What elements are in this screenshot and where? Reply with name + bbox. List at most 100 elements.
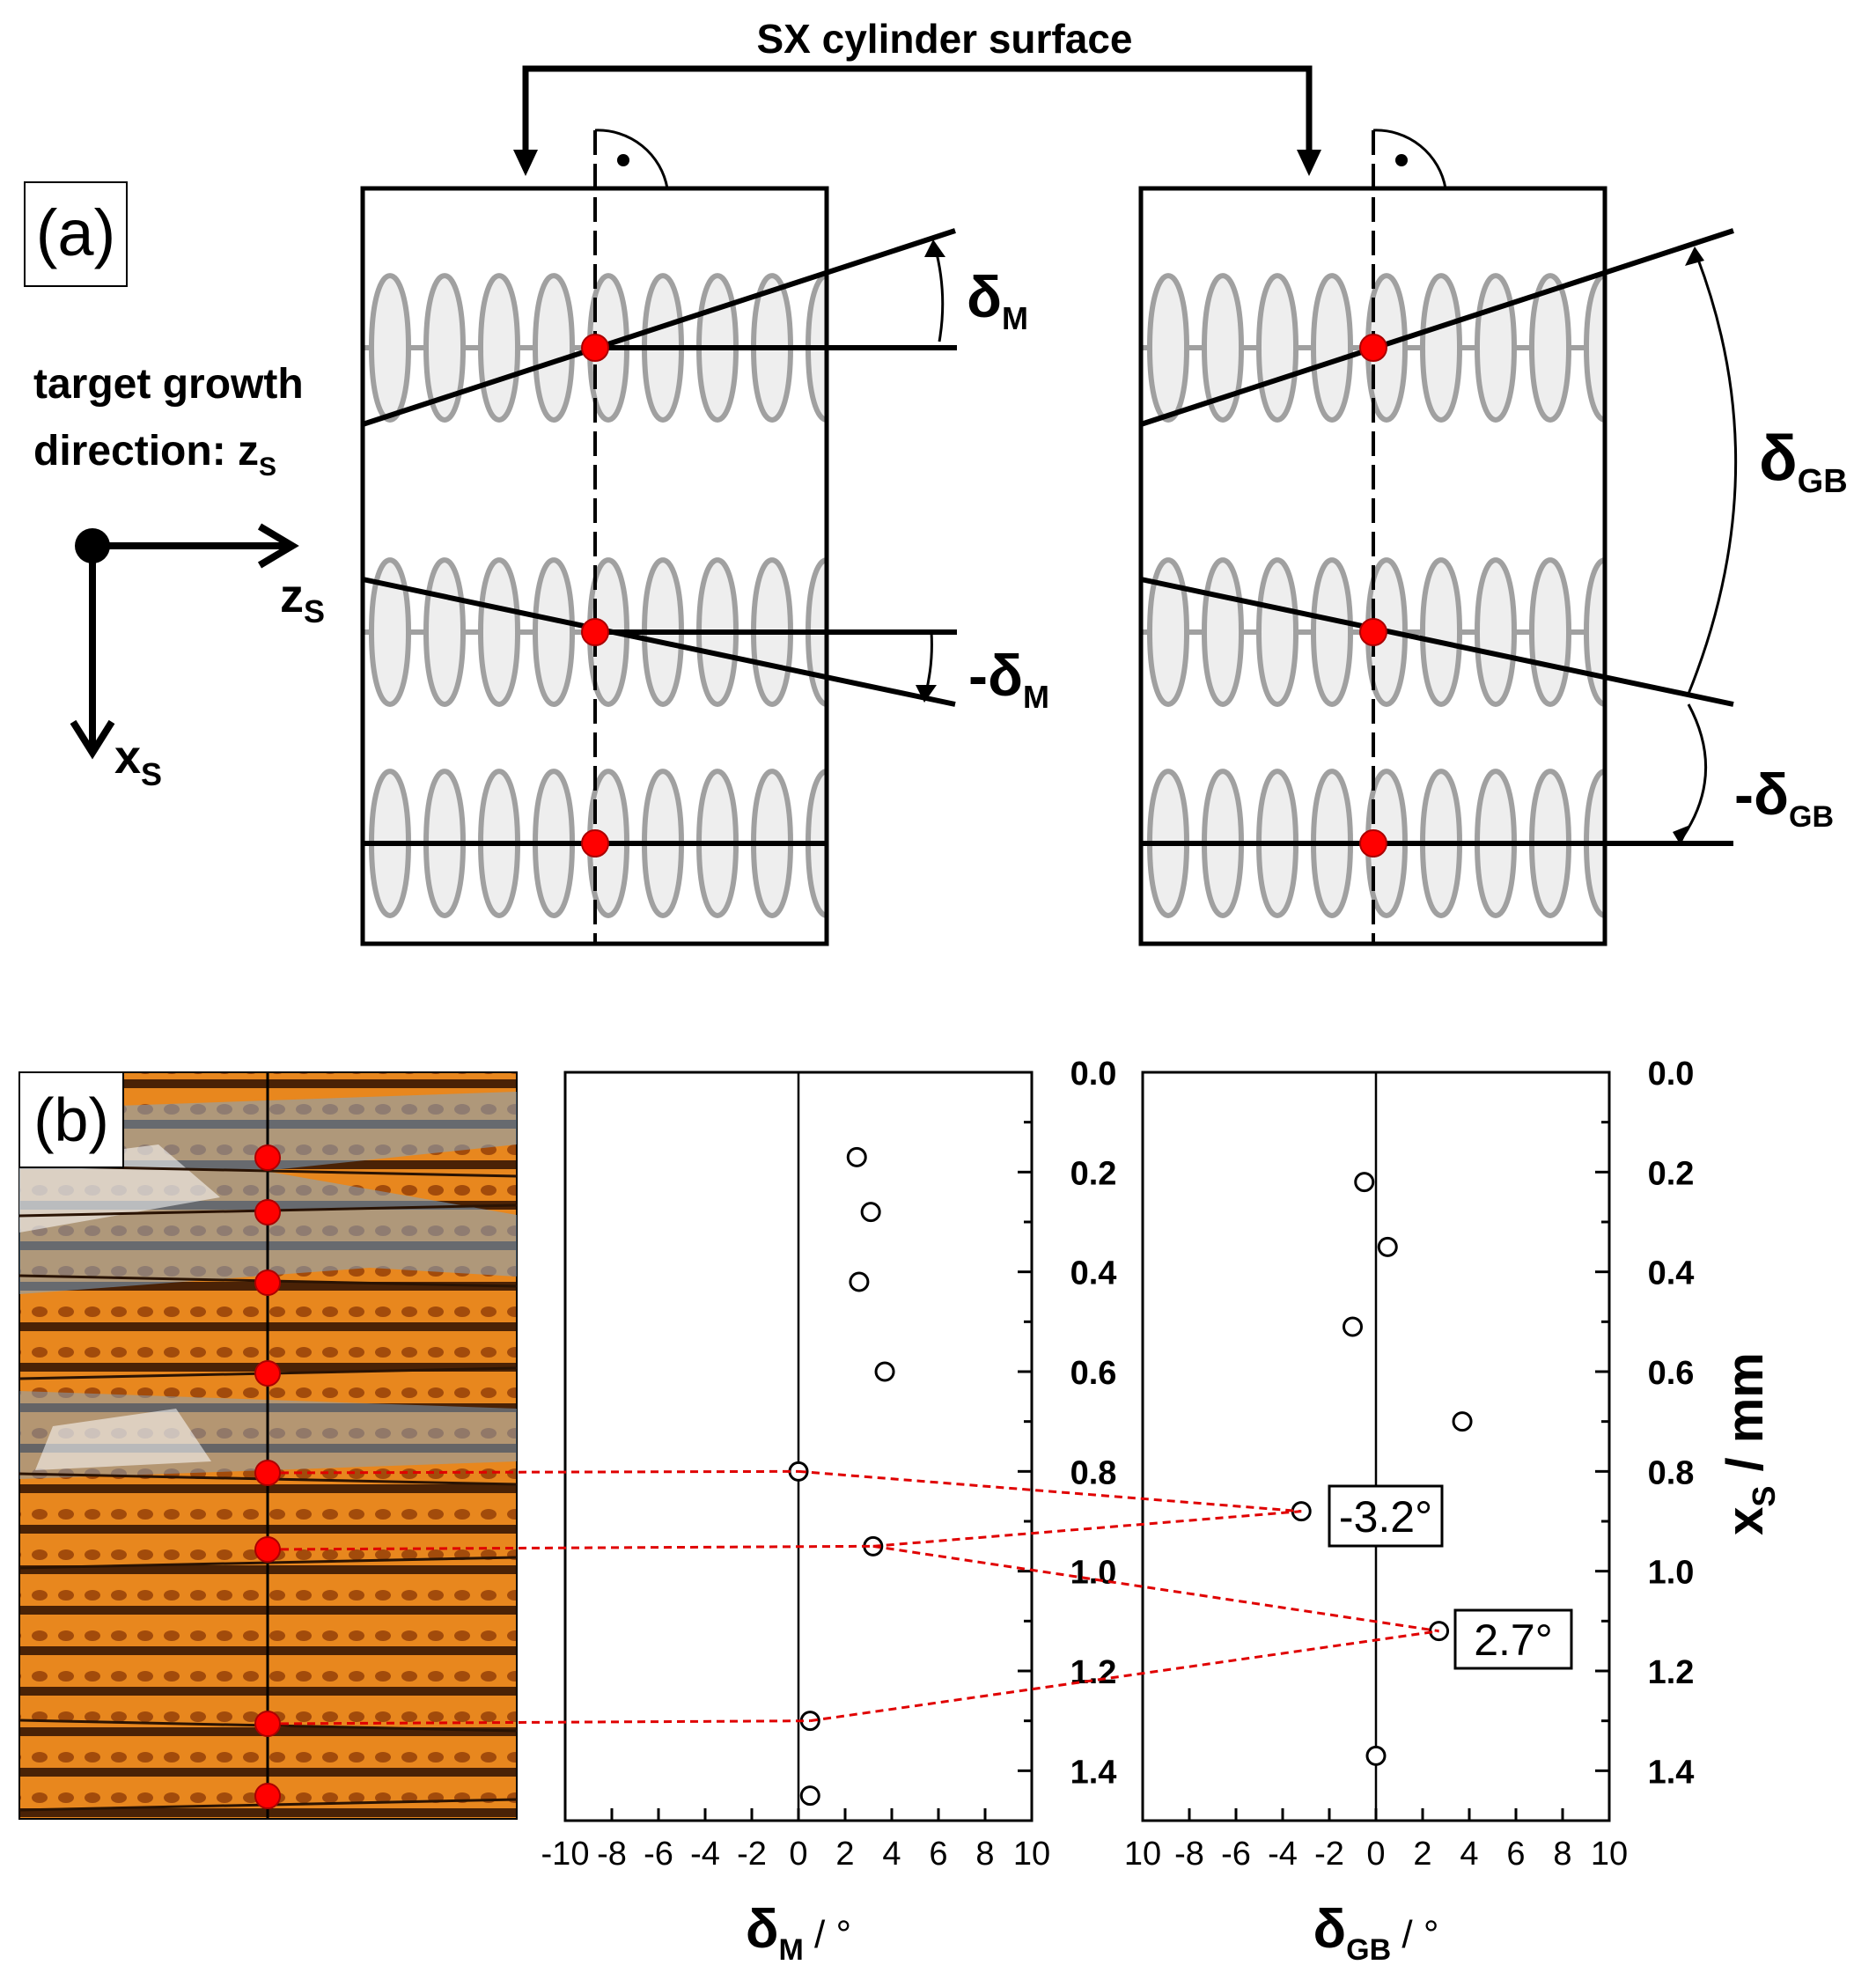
dendrite-row [1141,345,1605,423]
chart-delta-m-xtick-label: 2 [835,1836,854,1873]
connector-line-3 [798,1469,1302,1513]
intersection-marker-2 [581,829,609,857]
chart-delta-m-ytick-label: 1.0 [1070,1555,1117,1592]
neg-delta-gb-sub: GB [1789,800,1834,834]
chart-delta-gb-xtick-label: -2 [1314,1836,1344,1873]
xs-label-sub: S [141,756,162,792]
dendrite-row [1141,769,1605,846]
zs-label-text: z [280,570,304,622]
dendrite-row [1141,841,1605,918]
chart-delta-m-xtick-label: -10 [541,1836,590,1873]
panel-b-label: (b) [33,1086,109,1154]
grain-boundary-line-1 [1140,577,1734,707]
connector-lines [267,1469,1439,1726]
chart-delta-gb-xlabel-unit: / ° [1391,1913,1438,1956]
surface-arrow-left [513,150,538,176]
right-angle-arc [594,129,669,189]
panel-b-label-box [18,1071,124,1168]
micrograph-marker-7 [254,1783,281,1809]
chart-delta-gb-ytick-label: 0.8 [1648,1454,1695,1491]
chart-delta-m-xtick-label: -2 [737,1836,767,1873]
panel-a-label-box [24,181,128,287]
neg-delta-m-symbol: -δ [968,643,1023,708]
chart-delta-m-xtick-label: 4 [882,1836,901,1873]
micrograph-markers [254,1144,281,1809]
chart-delta-m-xtick-label: 6 [929,1836,947,1873]
chart-delta-gb-xtick-label: 4 [1460,1836,1478,1873]
chart-delta-gb-xtick-label: -4 [1268,1836,1298,1873]
chart-delta-gb-xtick-label: 6 [1506,1836,1525,1873]
dendrite-row [1141,557,1605,635]
chart-delta-gb-xtick-label: 2 [1413,1836,1431,1873]
zs-axis-label: zS [280,570,325,629]
annotation-pos-text: 2.7° [1474,1615,1553,1665]
chart-delta-gb-point-6 [1365,1745,1387,1766]
delta-m-label: δM [967,264,1028,336]
chart-delta-gb-ylabel-var: x [1717,1507,1774,1535]
grain-boundary-line-0 [1140,228,1734,427]
grain-boundary-line-2 [362,577,956,707]
zs-arrowhead [257,523,299,569]
chart-delta-gb-xlabel-sub: GB [1346,1933,1391,1965]
connector-line-0 [267,1469,799,1475]
surface-arrow-right [1297,150,1321,176]
connector-line-4 [872,1510,1302,1548]
chart-delta-m-xtick-label: -8 [597,1836,627,1873]
chart-delta-gb-xtick-label: 10 [1124,1836,1161,1873]
target-direction-line2: direction: zS [33,428,276,482]
chart-delta-gb-xtick-label: -6 [1221,1836,1251,1873]
intersection-marker-0 [1359,334,1387,362]
connector-line-6 [810,1630,1439,1723]
micrograph-boundary-line [18,1556,518,1570]
chart-delta-m-xtick-label: 10 [1013,1836,1050,1873]
chart-delta-gb-ytick-label: 1.0 [1648,1555,1695,1592]
chart-delta-m-ytick-label: 0.4 [1070,1255,1117,1292]
chart-delta-gb-ytick-label: 0.2 [1648,1155,1695,1192]
annotation-pos-box [1453,1608,1573,1670]
chart-delta-m-point-1 [860,1202,881,1223]
neg-delta-gb-arc [1681,703,1708,837]
surface-bracket-line [522,65,1313,166]
chart-delta-m-xtick-label: 0 [789,1836,807,1873]
chart-delta-m-xtick-label: 8 [975,1836,994,1873]
neg-delta-gb-label: -δGB [1734,762,1834,834]
target-direction-text: direction: z [33,428,259,475]
micrograph-marker-4 [254,1460,281,1486]
xs-arrowhead [70,719,115,760]
connector-line-2 [267,1719,811,1726]
intersection-marker-2 [1359,829,1387,857]
chart-delta-m-point-7 [799,1785,820,1807]
neg-delta-gb-arc-arrow [1673,825,1690,845]
chart-delta-gb-ytick-label: 0.4 [1648,1255,1695,1292]
zs-label-sub: S [304,593,325,629]
annotation-neg-text: -3.2° [1339,1492,1432,1542]
right-angle-dot [1395,154,1408,166]
chart-delta-gb-ylabel: xS / mm [1717,1352,1782,1535]
micrograph-marker-1 [254,1199,281,1225]
chart-delta-gb-xtick-label: -8 [1174,1836,1204,1873]
chart-delta-m-xtick-label: -6 [644,1836,673,1873]
xs-label-text: x [114,731,141,784]
chart-delta-m-ytick-label: 1.2 [1070,1654,1117,1691]
right-angle-arc [1372,129,1447,189]
surface-label: SX cylinder surface [757,16,1133,62]
neg-delta-m-label: -δM [968,643,1049,715]
intersection-marker-0 [581,334,609,362]
annotation-neg-box [1328,1484,1444,1548]
dendrite-row [363,841,827,918]
chart-delta-gb-ytick-label: 1.2 [1648,1654,1695,1691]
chart-delta-m-xlabel-sub: M [779,1933,804,1965]
chart-delta-gb-point-2 [1343,1316,1363,1337]
chart-delta-gb-point-0 [1354,1172,1375,1193]
intersection-marker-1 [1359,618,1387,646]
xs-axis-label: xS [114,731,162,792]
delta-m-arc [933,246,945,342]
dendrite-row [363,769,827,846]
chart-delta-gb-xtick-label: 0 [1366,1836,1385,1873]
chart-delta-m-point-0 [846,1146,867,1167]
micrograph-marker-2 [254,1270,281,1296]
micrograph-white-speckle [19,1144,220,1470]
